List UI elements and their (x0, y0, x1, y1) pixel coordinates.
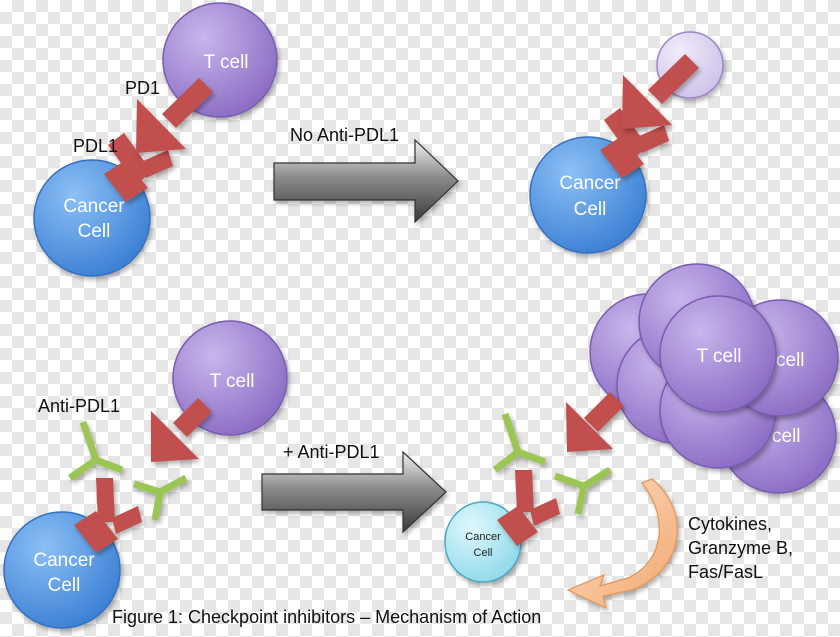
panel-top-right: Cancer Cell (529, 31, 724, 254)
pdl1-receptor (497, 470, 560, 546)
t-cell-label: T cell (209, 371, 254, 392)
anti-pdl1-antibody (68, 420, 124, 481)
pdl1-receptor (104, 133, 173, 202)
plus-anti-pdl1-label: + Anti-PDL1 (283, 442, 380, 462)
pd1-arrow (622, 54, 699, 129)
cancer-cell-label-line2: Cell (48, 575, 81, 596)
anti-pdl1-antibody (132, 474, 188, 521)
no-anti-pdl1-label: No Anti-PDL1 (290, 125, 399, 145)
process-arrow-no-anti-pdl1: No Anti-PDL1 (273, 125, 459, 224)
cytotoxic-release-arrow (566, 478, 678, 610)
cancer-cell-label-line2: Cell (474, 547, 493, 559)
pd1-arrow (136, 78, 213, 153)
cancer-cell-label-line1: Cancer (63, 196, 125, 217)
t-cell-label: T cell (696, 346, 741, 367)
panel-bottom-left: T cell Cancer Cell Anti-PDL1 (3, 320, 288, 629)
pdl1-label: PDL1 (73, 136, 118, 156)
cytokines-label-line3: Fas/FasL (688, 562, 763, 582)
figure-caption: Figure 1: Checkpoint inhibitors – Mechan… (112, 607, 541, 627)
pd1-arrow (566, 392, 624, 452)
panel-bottom-right: T cell T cell T cell Cancer Cell (444, 263, 839, 610)
panel-top-left: T cell Cancer Cell PD1 PDL1 (33, 2, 278, 277)
cancer-cell-label-line1: Cancer (465, 531, 501, 543)
anti-pdl1-label: Anti-PDL1 (38, 396, 120, 416)
cancer-cell-label-line2: Cell (574, 199, 607, 220)
t-cell-label: T cell (203, 52, 248, 73)
anti-pdl1-antibody (492, 412, 547, 473)
cytokines-label-line1: Cytokines, (688, 514, 772, 534)
pd1-label: PD1 (125, 78, 160, 98)
cancer-cell-label-line1: Cancer (33, 550, 95, 571)
pdl1-receptor (600, 108, 669, 178)
t-cell-cluster: T cell T cell T cell (589, 263, 839, 494)
pdl1-receptor (74, 478, 142, 553)
cancer-cell-label-line1: Cancer (559, 173, 621, 194)
cancer-cell-label-line2: Cell (78, 221, 111, 242)
cytokines-label-line2: Granzyme B, (688, 538, 793, 558)
process-arrow-plus-anti-pdl1: + Anti-PDL1 (261, 442, 447, 534)
anti-pdl1-antibody (553, 467, 612, 515)
pd1-arrow (151, 398, 212, 462)
